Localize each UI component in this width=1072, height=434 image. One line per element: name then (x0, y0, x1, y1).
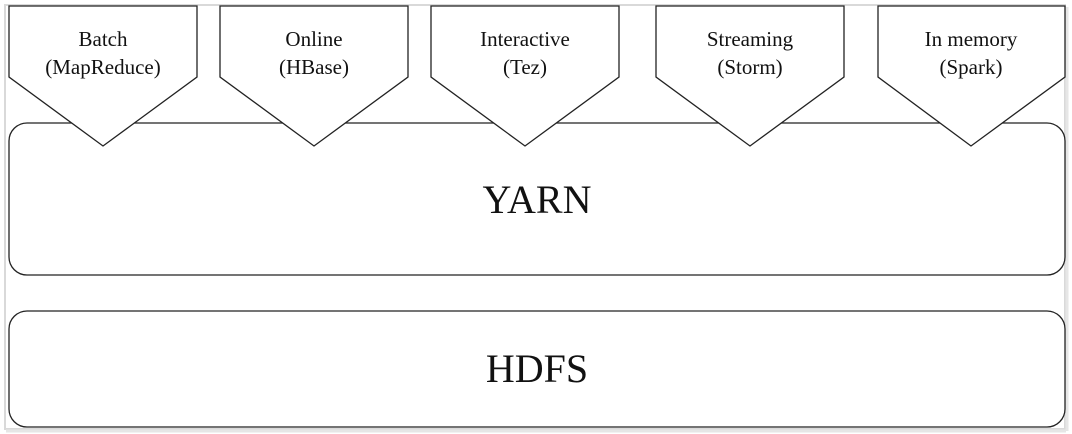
engine-inmemory-shape (877, 5, 1066, 147)
engine-batch-tech: (MapReduce) (45, 55, 161, 79)
engine-batch-name: Batch (78, 27, 128, 51)
engine-streaming-name: Streaming (706, 27, 794, 51)
engine-inmemory-label: In memory (Spark) (876, 25, 1066, 81)
engine-interactive-name: Interactive (480, 27, 570, 51)
yarn-label: YARN (482, 177, 592, 222)
engine-online-tech: (HBase) (279, 55, 349, 79)
engine-streaming-tech: (Storm) (717, 55, 783, 79)
hdfs-label: HDFS (485, 346, 589, 391)
hdfs-layer-box (8, 310, 1066, 428)
engine-interactive-label: Interactive (Tez) (430, 25, 620, 81)
engine-batch-label: Batch (MapReduce) (8, 25, 198, 81)
engine-interactive-shape (430, 5, 620, 147)
engine-batch-shape (8, 5, 198, 147)
engine-streaming-shape (655, 5, 845, 147)
engine-interactive-tech: (Tez) (503, 55, 547, 79)
engine-online-shape (219, 5, 409, 147)
engine-streaming-label: Streaming (Storm) (655, 25, 845, 81)
engine-inmemory-name: In memory (924, 27, 1018, 51)
engine-online-name: Online (285, 27, 343, 51)
engine-inmemory-tech: (Spark) (939, 55, 1003, 79)
engine-online-label: Online (HBase) (219, 25, 409, 81)
